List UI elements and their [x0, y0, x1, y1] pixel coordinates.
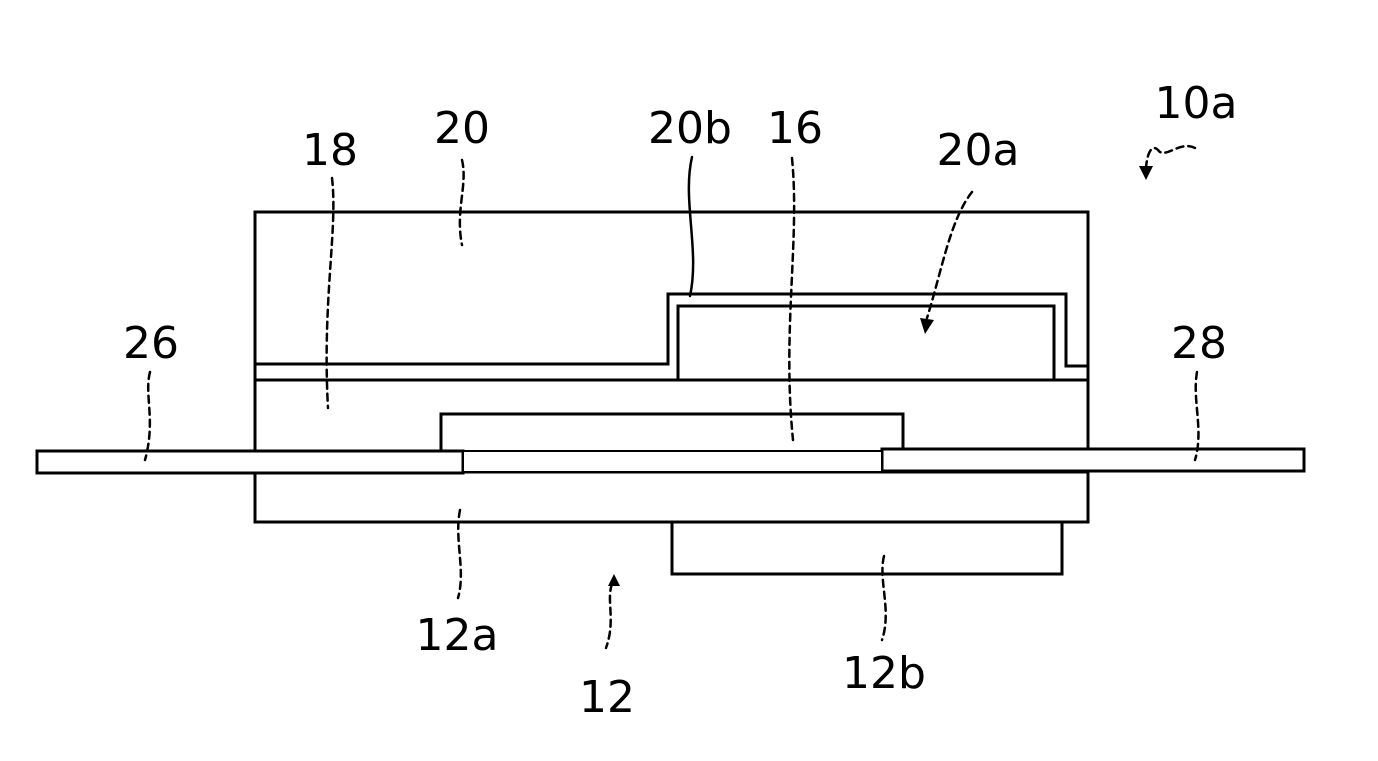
label-terminal-left: 26	[123, 318, 179, 369]
left-terminal	[37, 451, 463, 473]
substrate-lower-block	[672, 522, 1062, 574]
substrate-upper-plate	[255, 472, 1088, 522]
leader-12-arrowhead	[608, 574, 620, 586]
label-element: 16	[767, 103, 823, 154]
right-terminal	[882, 449, 1304, 471]
leader-12	[606, 584, 612, 648]
label-sealing-layer: 18	[302, 125, 358, 176]
label-substrate-upper: 12a	[416, 610, 499, 661]
cover-recess	[678, 306, 1054, 380]
leader-10a	[1146, 146, 1195, 170]
label-cover: 20	[434, 103, 490, 154]
label-substrate-lower: 12b	[842, 648, 926, 699]
label-substrate: 12	[579, 672, 635, 723]
label-cover-recess-wall: 20b	[648, 103, 732, 154]
leader-10a-arrowhead	[1139, 166, 1153, 180]
leader-28	[1195, 372, 1198, 460]
label-device: 10a	[1155, 78, 1238, 129]
leader-26	[145, 372, 150, 460]
element-base	[463, 451, 882, 472]
label-cover-recess: 20a	[937, 125, 1020, 176]
label-terminal-right: 28	[1171, 318, 1227, 369]
